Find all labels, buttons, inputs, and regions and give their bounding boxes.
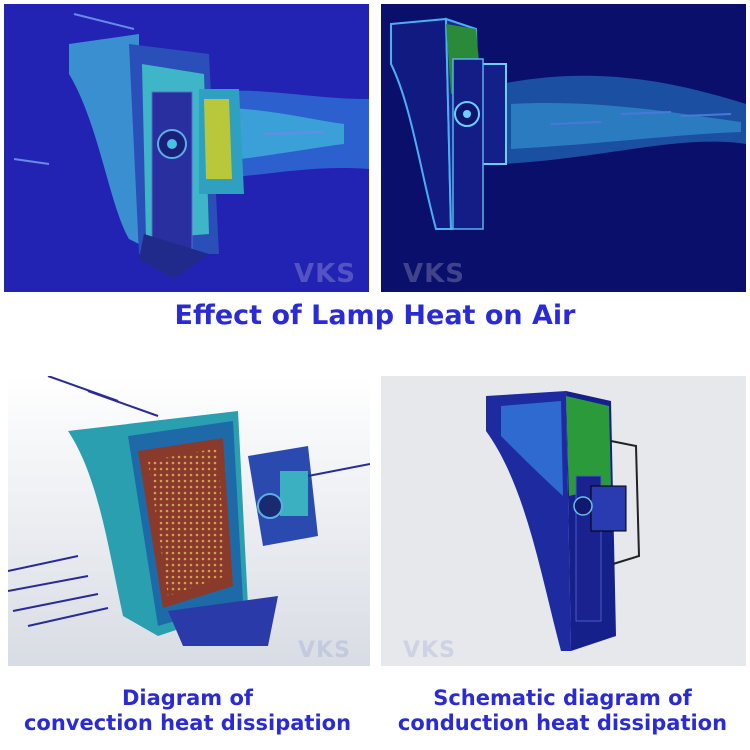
lamp-airflow-image-2 [381,4,746,292]
convection-caption-line-2: convection heat dissipation [23,711,352,736]
simulation-panel-top-right: VKS [381,4,746,292]
conduction-caption-line-1: Schematic diagram of [433,686,692,710]
conduction-caption: Schematic diagram of conduction heat dis… [375,686,750,736]
conduction-caption-line-2: conduction heat dissipation [397,711,728,736]
watermark-text: VKS [403,638,456,663]
watermark-text: VKS [298,638,351,663]
conduction-render-image [381,376,746,666]
conduction-panel: VKS [381,376,746,666]
convection-render-image [8,376,370,666]
simulation-panel-top-left: VKS [4,4,369,292]
convection-caption-line-1: Diagram of [121,686,254,710]
page-title: Effect of Lamp Heat on Air [174,300,576,331]
watermark-text: VKS [403,259,465,289]
convection-caption: Diagram of convection heat dissipation [0,686,375,736]
convection-panel: VKS [8,376,370,666]
watermark-text: VKS [294,259,356,289]
lamp-airflow-image-1 [4,4,369,292]
